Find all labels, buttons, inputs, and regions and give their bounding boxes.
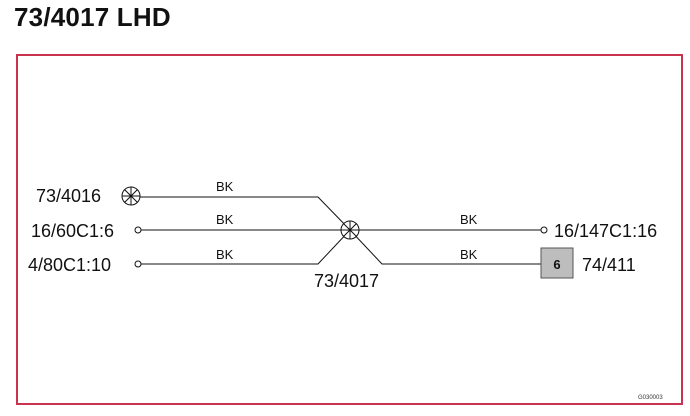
label-16-60C1-6: 16/60C1:6	[31, 221, 114, 241]
figure-code: G030003	[638, 395, 663, 401]
connector-73-4016-icon	[121, 186, 141, 206]
label-73-4017: 73/4017	[314, 271, 379, 291]
wire-color-bottom-right: BK	[460, 247, 478, 262]
wire-color-mid-left: BK	[216, 212, 234, 227]
terminal-16-60-icon	[134, 226, 142, 234]
terminal-16-147-icon	[540, 226, 548, 234]
terminal-4-80-icon	[134, 260, 142, 268]
page-title: 73/4017 LHD	[14, 2, 171, 32]
wire-bottom-right	[349, 229, 541, 265]
diagram-frame	[16, 54, 683, 405]
label-74-411: 74/411	[582, 255, 636, 275]
label-4-80C1-10: 4/80C1:10	[28, 255, 111, 275]
wire-bottom-left	[141, 229, 351, 265]
component-74-411-pin: 6	[553, 257, 560, 272]
component-74-411-box	[540, 247, 574, 279]
splice-73-4017-icon	[340, 220, 360, 240]
wire-color-bottom-left: BK	[216, 247, 234, 262]
wire-color-top: BK	[216, 179, 234, 194]
wire-top	[140, 196, 351, 231]
wires	[140, 196, 541, 265]
label-73-4016: 73/4016	[36, 186, 101, 206]
label-16-147C1-16: 16/147C1:16	[554, 221, 657, 241]
wire-color-mid-right: BK	[460, 212, 478, 227]
